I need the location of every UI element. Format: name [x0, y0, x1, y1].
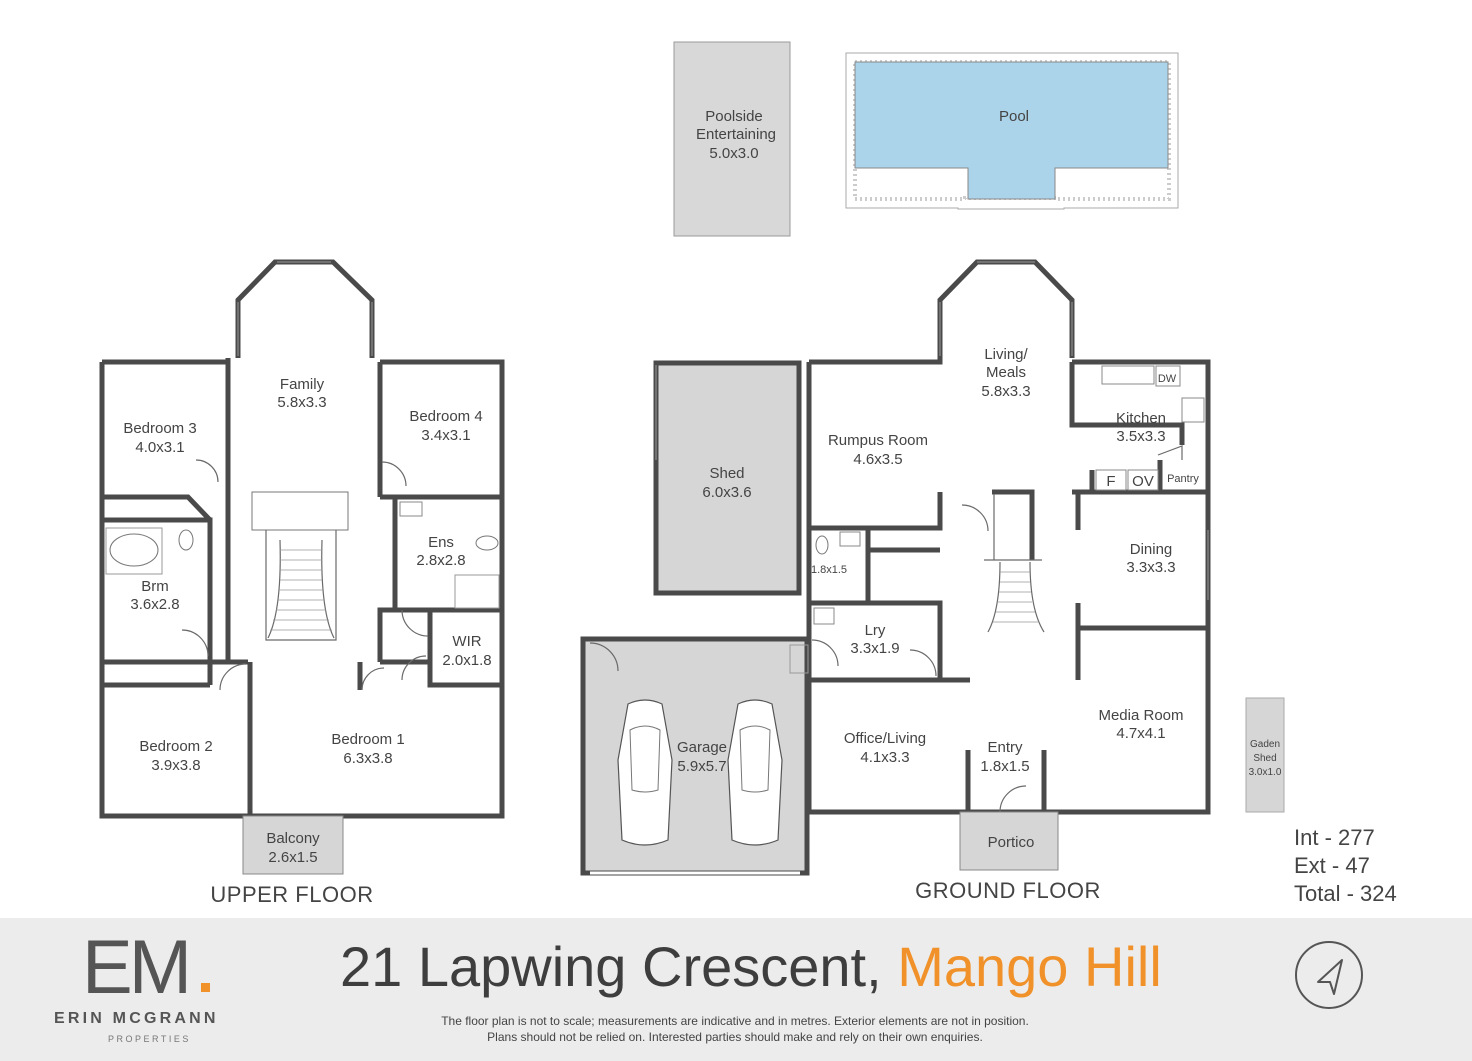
ground-floor: Poolside Entertaining 5.0x3.0 Pool Shed …	[580, 108, 1285, 903]
north-arrow-icon	[1295, 941, 1363, 1009]
poolside-entertaining-area	[673, 41, 791, 237]
dining-label: Dining	[1130, 541, 1173, 558]
poolside-label-2: Entertaining	[696, 126, 776, 143]
living-label: Living/	[984, 346, 1028, 363]
garden-shed-label: Gaden	[1250, 739, 1280, 750]
property-address: 21 Lapwing Crescent, Mango Hill	[340, 934, 1162, 999]
area-summary: Int - 277 Ext - 47 Total - 324	[1294, 824, 1397, 908]
car-icon-right	[727, 699, 783, 846]
bedroom3-label: Bedroom 3	[123, 420, 196, 437]
office-label: Office/Living	[844, 730, 926, 747]
floor-plan: Family 5.8x3.3 Bedroom 3 4.0x3.1 Bedroom…	[99, 41, 1285, 907]
shed-dims: 6.0x3.6	[702, 484, 751, 501]
oven-label: OV	[1132, 473, 1154, 490]
shed-label: Shed	[709, 465, 744, 482]
wc-dims: 1.8x1.5	[811, 564, 847, 576]
area-internal: Int - 277	[1294, 825, 1375, 850]
bedroom1-label: Bedroom 1	[331, 731, 404, 748]
kitchen-label: Kitchen	[1116, 410, 1166, 427]
upper-floor-title: UPPER FLOOR	[210, 882, 373, 907]
brm-label: Brm	[141, 578, 169, 595]
area-total: Total - 324	[1294, 881, 1397, 906]
lry-label: Lry	[865, 622, 886, 639]
disclaimer-line-2: Plans should not be relied on. Intereste…	[487, 1030, 983, 1044]
fridge-label: F	[1106, 473, 1115, 490]
portico-label: Portico	[988, 834, 1035, 851]
brand-logo-mark: EM	[82, 925, 192, 1010]
poolside-label: Poolside	[705, 108, 763, 125]
pool-label: Pool	[999, 108, 1029, 125]
entry-label: Entry	[987, 739, 1023, 756]
balcony-label: Balcony	[266, 830, 320, 847]
office-dims: 4.1x3.3	[860, 749, 909, 766]
brand-logo-dot	[201, 983, 210, 992]
ground-floor-title: GROUND FLOOR	[915, 878, 1101, 903]
brm-dims: 3.6x2.8	[130, 596, 179, 613]
garden-shed-dims: 3.0x1.0	[1249, 767, 1282, 778]
brand-subtitle: PROPERTIES	[108, 1034, 191, 1044]
rumpus-dims: 4.6x3.5	[853, 451, 902, 468]
bedroom3-dims: 4.0x3.1	[135, 439, 184, 456]
lry-dims: 3.3x1.9	[850, 640, 899, 657]
living-label-2: Meals	[986, 364, 1026, 381]
area-external: Ext - 47	[1294, 853, 1370, 878]
dishwasher-label: DW	[1158, 373, 1177, 385]
rumpus-label: Rumpus Room	[828, 432, 928, 449]
garage-dims: 5.9x5.7	[677, 758, 726, 775]
pool	[845, 52, 1179, 210]
kitchen-dims: 3.5x3.3	[1116, 428, 1165, 445]
family-label: Family	[280, 376, 325, 393]
garage-label: Garage	[677, 739, 727, 756]
pantry-label: Pantry	[1167, 473, 1199, 485]
bedroom2-dims: 3.9x3.8	[151, 757, 200, 774]
garden-shed-label-2: Shed	[1253, 753, 1276, 764]
balcony-dims: 2.6x1.5	[268, 849, 317, 866]
poolside-dims: 5.0x3.0	[709, 145, 758, 162]
dining-dims: 3.3x3.3	[1126, 559, 1175, 576]
brand-name: ERIN MCGRANN	[54, 1010, 219, 1027]
media-dims: 4.7x4.1	[1116, 725, 1165, 742]
wir-label: WIR	[452, 633, 481, 650]
bedroom4-label: Bedroom 4	[409, 408, 482, 425]
entry-dims: 1.8x1.5	[980, 758, 1029, 775]
bedroom4-dims: 3.4x3.1	[421, 427, 470, 444]
family-dims: 5.8x3.3	[277, 394, 326, 411]
disclaimer-line-1: The floor plan is not to scale; measurem…	[441, 1014, 1029, 1028]
ens-label: Ens	[428, 534, 454, 551]
address-suburb: Mango Hill	[897, 935, 1162, 998]
wir-dims: 2.0x1.8	[442, 652, 491, 669]
footer-bar	[0, 918, 1472, 1061]
living-dims: 5.8x3.3	[981, 383, 1030, 400]
address-street: 21 Lapwing Crescent,	[340, 935, 882, 998]
car-icon-left	[617, 699, 673, 846]
media-label: Media Room	[1098, 707, 1183, 724]
bedroom1-dims: 6.3x3.8	[343, 750, 392, 767]
ens-dims: 2.8x2.8	[416, 552, 465, 569]
upper-floor: Family 5.8x3.3 Bedroom 3 4.0x3.1 Bedroom…	[99, 259, 505, 907]
bedroom2-label: Bedroom 2	[139, 738, 212, 755]
